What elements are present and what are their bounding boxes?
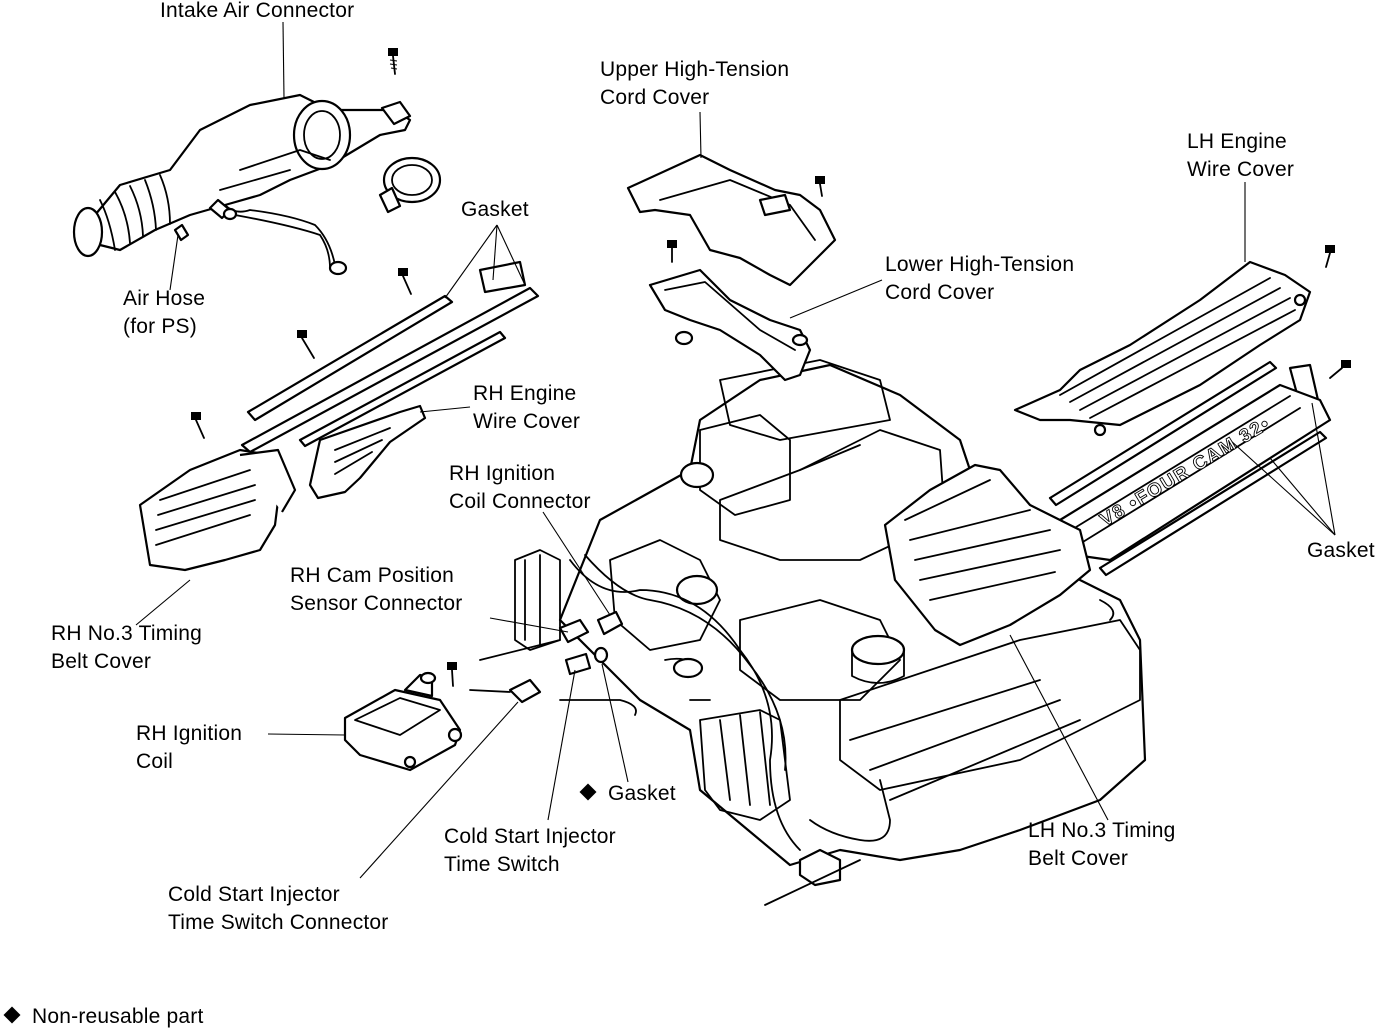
gasket-bottom-text: Gasket [608,782,676,805]
gasket-top-label: Gasket [461,196,529,224]
hose-clamp [378,156,442,214]
lh-no3-timing-label: LH No.3 Timing Belt Cover [1028,817,1176,873]
lh-gaskets [1048,360,1328,577]
label-line: Coil [136,750,173,773]
label-line: RH Ignition [136,722,243,745]
upper-high-tension-cord-cover [626,153,837,287]
lower-high-tension-cord-cover [648,268,812,382]
label-line: (for PS) [123,315,197,338]
label-line: Time Switch [444,853,560,876]
label-line: Cold Start Injector [168,883,340,906]
label-line: Gasket [461,198,529,221]
label-line: RH No.3 Timing [51,622,203,645]
label-line: RH Engine [473,382,577,405]
label-line: Time Switch Connector [168,911,389,934]
leader-lines [135,21,1336,879]
rh-ignition-coil-connector-label: RH Ignition Coil Connector [449,460,591,516]
label-line: Gasket [1307,539,1375,562]
label-line: Lower High-Tension [885,253,1075,276]
label-line: Intake Air Connector [160,0,355,22]
label-line: Belt Cover [1028,847,1129,870]
legend-text: Non-reusable part [32,1005,204,1028]
air-hose-label: Air Hose (for PS) [123,285,205,341]
label-line: Gasket [579,780,676,808]
intake-air-connector-label: Intake Air Connector [160,0,354,25]
label-line: RH Ignition [449,462,556,485]
lh-no3-timing-belt-cover [883,463,1092,647]
label-line: Non-reusable part [3,1003,204,1030]
gasket-right-label: Gasket [1307,537,1375,565]
label-line: Wire Cover [1187,158,1295,181]
rh-engine-wire-cover [308,404,427,500]
label-line: Air Hose [123,287,206,310]
lower-cord-cover-label: Lower High-Tension Cord Cover [885,251,1074,307]
non-reusable-diamond-icon [3,1006,21,1024]
label-line: Coil Connector [449,490,591,513]
cold-start-connector-label: Cold Start Injector Time Switch Connecto… [168,881,389,937]
rh-cam-position-label: RH Cam Position Sensor Connector [290,562,462,618]
legend-non-reusable: Non-reusable part [3,1003,204,1030]
rh-no3-timing-label: RH No.3 Timing Belt Cover [51,620,202,676]
lh-engine-wire-cover-label: LH Engine Wire Cover [1187,128,1294,184]
rh-ignition-coil [343,671,463,772]
label-line: RH Cam Position [290,564,455,587]
label-line: Sensor Connector [290,592,463,615]
label-line: Cold Start Injector [444,825,616,848]
label-line: Cord Cover [885,281,995,304]
upper-cord-cover-label: Upper High-Tension Cord Cover [600,56,789,112]
label-line: Cord Cover [600,86,710,109]
engine-block [514,359,1147,906]
label-line: Belt Cover [51,650,152,673]
intake-air-connector [72,93,412,276]
rh-gaskets [240,260,540,454]
label-line: Wire Cover [473,410,581,433]
gasket-bottom-label: Gasket [579,780,676,808]
small-connectors [469,610,637,716]
rh-engine-wire-cover-label: RH Engine Wire Cover [473,380,580,436]
rh-ignition-coil-label: RH Ignition Coil [136,720,242,776]
label-line: Upper High-Tension [600,58,790,81]
lh-engine-wire-cover [1013,260,1312,437]
label-line: LH Engine [1187,130,1287,153]
non-reusable-diamond-icon [579,783,597,801]
cold-start-switch-label: Cold Start Injector Time Switch [444,823,616,879]
rh-no3-timing-belt-cover [138,448,297,572]
bolts [191,48,1351,687]
label-line: LH No.3 Timing [1028,819,1176,842]
